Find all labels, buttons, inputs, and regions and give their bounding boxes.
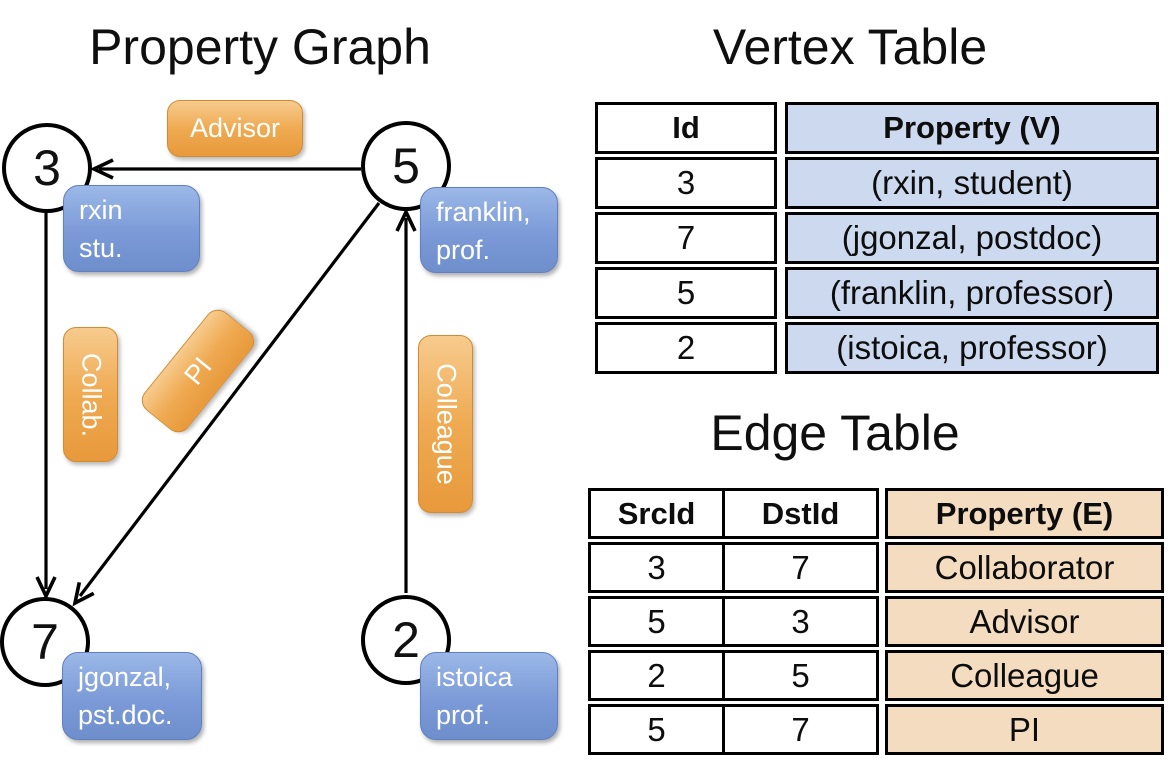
edge-line-pi <box>78 202 381 597</box>
table-cell: (jgonzal, postdoc) <box>785 212 1159 264</box>
table-cell: 3 <box>722 596 879 647</box>
node-id-label: 2 <box>392 612 420 668</box>
node-id-label: 5 <box>392 138 420 194</box>
table-cell: (istoica, professor) <box>785 322 1159 374</box>
node-property-box-franklin: franklin, prof. <box>420 187 558 273</box>
node-circle-2: 2 <box>361 595 451 685</box>
property-line: stu. <box>79 233 123 263</box>
table-cell: 7 <box>722 542 879 593</box>
column-header: Property (E) <box>885 488 1164 539</box>
column-header: Id <box>595 102 777 154</box>
vertex-table-title: Vertex Table <box>712 19 988 75</box>
property-line: istoica <box>436 662 513 692</box>
table-cell: 3 <box>588 542 725 593</box>
table-cell: 7 <box>595 212 777 264</box>
property-line: prof. <box>436 700 491 730</box>
edge-srcid-column: SrcId 3 5 2 5 <box>588 488 725 755</box>
table-cell: 2 <box>588 650 725 701</box>
table-cell: 5 <box>722 650 879 701</box>
edge-label-advisor: Advisor <box>167 100 303 157</box>
table-cell: 5 <box>595 267 777 319</box>
edge-arrowhead-advisor <box>89 158 114 180</box>
table-cell: 5 <box>588 704 725 755</box>
column-header: Property (V) <box>785 102 1159 154</box>
property-graph-panel: Property Graph 3 5 7 2 Advisor <box>0 0 580 760</box>
column-gap <box>777 102 785 374</box>
table-cell: 5 <box>588 596 725 647</box>
property-line: prof. <box>436 235 491 265</box>
table-cell: PI <box>885 704 1164 755</box>
edge-label-colleague: Colleague <box>418 335 473 513</box>
edge-label-text: Colleague <box>431 363 461 485</box>
edge-label-collab: Collab. <box>63 327 118 462</box>
property-line: jgonzal, <box>78 662 172 692</box>
property-line: franklin, <box>436 197 531 227</box>
column-header: DstId <box>722 488 879 539</box>
edge-table-title: Edge Table <box>710 405 960 461</box>
table-cell: (franklin, professor) <box>785 267 1159 319</box>
edge-arrowhead-colleague <box>395 207 417 232</box>
table-cell: Advisor <box>885 596 1164 647</box>
node-id-label: 3 <box>33 140 61 196</box>
table-cell: Collaborator <box>885 542 1164 593</box>
table-cell: 2 <box>595 322 777 374</box>
property-graph-title: Property Graph <box>89 19 431 75</box>
node-property-box-istoica: istoica prof. <box>420 652 558 740</box>
edge-arrowhead-pi <box>72 582 95 607</box>
node-property-box-rxin: rxin stu. <box>63 185 200 272</box>
edge-dstid-column: DstId 7 3 5 7 <box>722 488 879 755</box>
vertex-id-column: Id 3 7 5 2 <box>595 102 777 374</box>
node-property-box-jgonzal: jgonzal, pst.doc. <box>62 652 202 740</box>
property-line: pst.doc. <box>78 700 173 730</box>
edge-arrowhead-collab <box>35 576 57 601</box>
table-cell: 3 <box>595 157 777 209</box>
graph-edges-svg <box>35 158 417 607</box>
table-cell: Colleague <box>885 650 1164 701</box>
table-cell: 7 <box>722 704 879 755</box>
property-line: rxin <box>79 195 123 225</box>
edge-label-text: Collab. <box>76 352 106 437</box>
vertex-table: Id 3 7 5 2 Property (V) (rxin, student) … <box>595 102 1159 374</box>
edge-label-text: PI <box>177 351 218 391</box>
edge-property-column: Property (E) Collaborator Advisor Collea… <box>885 488 1164 755</box>
edge-label-text: Advisor <box>189 113 281 143</box>
edge-table: SrcId 3 5 2 5 DstId 7 3 5 7 Property (E)… <box>588 488 1164 755</box>
vertex-property-column: Property (V) (rxin, student) (jgonzal, p… <box>785 102 1159 374</box>
column-header: SrcId <box>588 488 725 539</box>
node-id-label: 7 <box>31 614 59 670</box>
table-cell: (rxin, student) <box>785 157 1159 209</box>
